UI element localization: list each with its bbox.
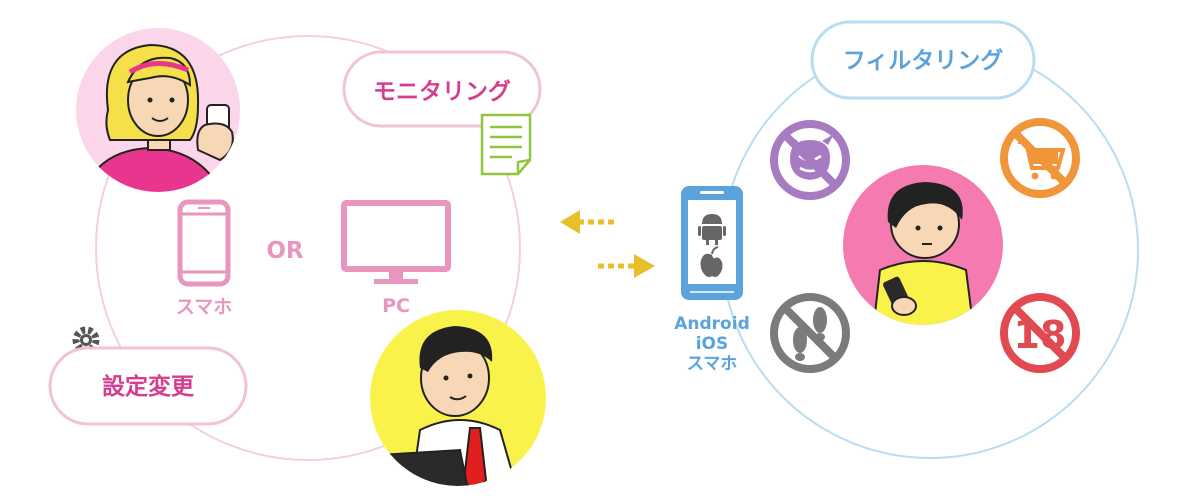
boy-avatar (843, 165, 1003, 325)
document-icon (480, 113, 532, 176)
monitor-icon (341, 200, 451, 284)
woman-avatar (76, 28, 240, 192)
android-icon (698, 214, 726, 245)
apple-icon (700, 246, 723, 277)
arrow-right (598, 254, 655, 278)
no-shopping-icon (1000, 118, 1080, 198)
no-footprints-icon (770, 293, 850, 373)
arrow-left (560, 210, 614, 234)
pc-label: PC (382, 295, 410, 317)
settings-label: 設定変更 (102, 373, 195, 400)
parent-circle (95, 35, 521, 461)
settings-pill: 設定変更 (48, 346, 248, 426)
smartphone-icon (177, 199, 231, 287)
filtering-pill: フィルタリング (810, 20, 1036, 100)
device-label-android: Android (674, 314, 750, 334)
filtering-label: フィルタリング (843, 47, 1004, 74)
man-avatar (370, 310, 546, 486)
no-malware-icon (770, 120, 850, 200)
device-label-ios: iOS (696, 334, 729, 354)
child-smartphone-icon (681, 186, 743, 300)
no-adult-18-icon: 18 (1000, 293, 1080, 373)
monitoring-pill: モニタリング (342, 50, 542, 128)
monitoring-label: モニタリング (373, 78, 511, 105)
or-label: OR (266, 238, 304, 264)
smartphone-label: スマホ (176, 296, 232, 318)
device-label-smartphone: スマホ (687, 354, 738, 374)
